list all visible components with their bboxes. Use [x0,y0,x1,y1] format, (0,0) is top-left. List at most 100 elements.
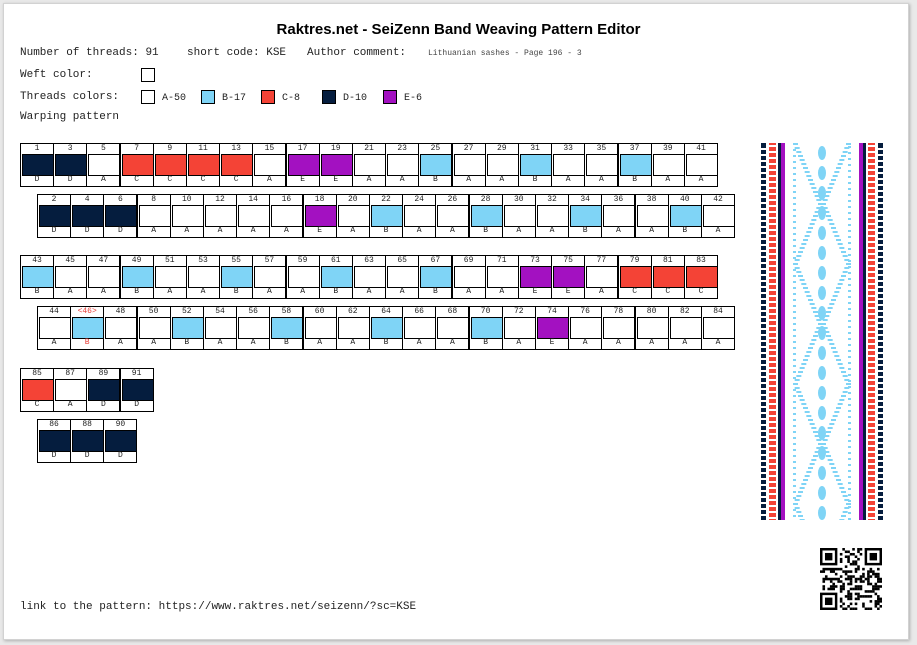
thread-color-box[interactable] [39,317,71,339]
thread-color-box[interactable] [320,154,353,176]
thread-color-box[interactable] [686,154,718,176]
thread-color-box[interactable] [503,205,536,227]
thread-color-box[interactable] [105,430,138,452]
thread-color-box[interactable] [221,154,254,176]
thread-color-box[interactable] [652,154,685,176]
thread-color-box[interactable] [520,154,552,176]
thread-color-box[interactable] [553,154,586,176]
thread-color-box[interactable] [570,205,603,227]
thread-color-box[interactable] [88,379,121,401]
thread-color-box[interactable] [537,317,569,339]
thread-color-box[interactable] [88,154,121,176]
color-swatch-a[interactable] [141,90,155,104]
thread-color-box[interactable] [669,205,702,227]
thread-color-box[interactable] [603,205,636,227]
thread-color-box[interactable] [420,266,453,288]
thread-color-box[interactable] [371,317,403,339]
thread-color-box[interactable] [121,266,154,288]
thread-color-box[interactable] [636,317,669,339]
thread-color-box[interactable] [72,430,105,452]
thread-color-box[interactable] [603,317,636,339]
thread-color-box[interactable] [138,205,171,227]
thread-color-box[interactable] [537,205,569,227]
thread-color-box[interactable] [39,430,71,452]
thread-color-box[interactable] [72,205,105,227]
color-swatch-c[interactable] [261,90,275,104]
thread-color-box[interactable] [221,266,254,288]
thread-color-box[interactable] [22,379,54,401]
thread-color-box[interactable] [154,154,187,176]
thread-color-box[interactable] [486,266,519,288]
thread-color-box[interactable] [121,379,154,401]
thread-color-box[interactable] [105,317,138,339]
thread-color-box[interactable] [238,317,271,339]
thread-color-box[interactable] [304,205,337,227]
thread-color-box[interactable] [453,154,486,176]
thread-color-box[interactable] [420,154,453,176]
thread-color-box[interactable] [138,317,171,339]
thread-color-box[interactable] [188,154,220,176]
thread-color-box[interactable] [287,154,320,176]
thread-color-box[interactable] [387,266,420,288]
thread-color-box[interactable] [205,317,237,339]
thread-color-box[interactable] [154,266,187,288]
thread-color-box[interactable] [22,154,54,176]
thread-cell-46[interactable]: <46>B [70,306,105,350]
color-swatch-e[interactable] [383,90,397,104]
thread-color-box[interactable] [586,266,619,288]
thread-color-box[interactable] [55,379,88,401]
thread-color-box[interactable] [320,266,353,288]
color-swatch-b[interactable] [201,90,215,104]
thread-color-box[interactable] [520,266,552,288]
thread-color-box[interactable] [254,266,287,288]
thread-color-box[interactable] [486,154,519,176]
thread-color-box[interactable] [55,154,88,176]
thread-color-box[interactable] [387,154,420,176]
thread-color-box[interactable] [354,266,386,288]
thread-color-box[interactable] [619,154,652,176]
thread-color-box[interactable] [254,154,287,176]
thread-color-box[interactable] [88,266,121,288]
thread-color-box[interactable] [337,205,370,227]
thread-color-box[interactable] [371,205,403,227]
weft-color-swatch[interactable] [141,68,155,82]
